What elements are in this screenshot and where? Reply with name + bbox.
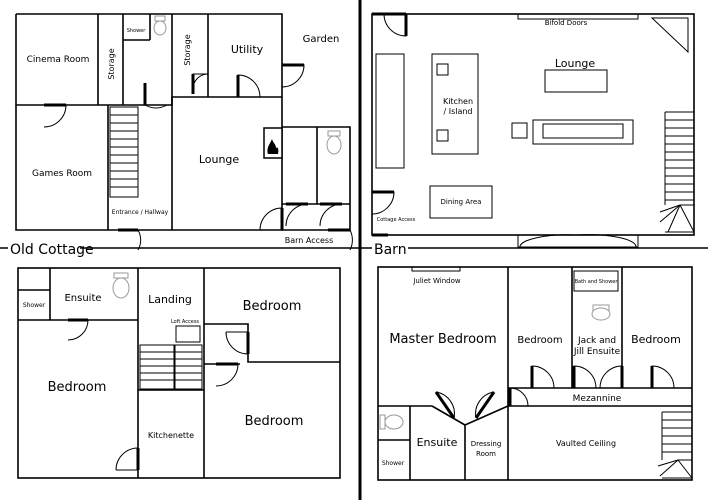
loft-hatch <box>175 325 201 343</box>
section-title-old-cottage: Old Cottage <box>10 242 94 258</box>
room-label-lounge-cottage: Lounge <box>199 153 240 166</box>
room-label-bedroom-5: Bedroom <box>631 333 681 346</box>
room-label-master-bedroom: Master Bedroom <box>389 332 496 347</box>
room-label-storage-2: Storage <box>183 34 192 65</box>
stairs-cottage <box>109 106 139 198</box>
room-label-storage-1: Storage <box>107 48 116 79</box>
room-label-mezzanine: Mezannine <box>573 394 622 404</box>
room-label-entrance-hallway: Entrance / Hallway <box>112 209 169 216</box>
barn-ground-floor <box>371 12 695 248</box>
juliet-window <box>411 266 461 272</box>
label-loft-access: Loft Access <box>171 319 199 325</box>
label-bifold-doors: Bifold Doors <box>545 19 588 27</box>
room-label-jack-jill-line2: Jill Ensuite <box>573 347 621 357</box>
room-label-shower-3: Shower <box>382 460 405 467</box>
door-swings-barn-first <box>434 365 675 419</box>
room-label-dressing-line2: Room <box>476 450 496 458</box>
toilet-icon-jack-jill <box>591 304 611 321</box>
room-label-dining-area: Dining Area <box>441 198 482 206</box>
room-label-bedroom-4: Bedroom <box>517 335 562 346</box>
room-label-jack-jill-line1: Jack and <box>577 336 616 346</box>
stairs-barn <box>659 111 695 233</box>
room-label-games-room: Games Room <box>32 169 92 179</box>
label-juliet-window: Juliet Window <box>412 277 461 285</box>
bifold-doors <box>517 13 639 20</box>
toilet-icon-cottage-storage <box>153 15 167 36</box>
room-label-ensuite-2: Ensuite <box>417 436 458 449</box>
fireplace-icon <box>263 127 283 159</box>
section-title-barn: Barn <box>374 242 407 258</box>
label-cottage-access: Cottage Access <box>377 217 416 223</box>
label-bath-and-shower: Bath and Shower <box>575 279 619 285</box>
toilet-icon-barn-access <box>326 130 342 155</box>
room-label-kitchenette: Kitchenette <box>148 431 194 440</box>
room-label-ensuite-1: Ensuite <box>64 293 101 304</box>
room-label-kitchen-line1: Kitchen <box>443 97 473 106</box>
old-cottage-ground-floor <box>15 13 353 251</box>
door-swings-cottage-first <box>67 318 250 471</box>
room-label-bedroom-1: Bedroom <box>243 299 302 314</box>
room-label-bedroom-2: Bedroom <box>48 380 107 395</box>
door-swings-cottage-ground <box>43 63 353 251</box>
old-cottage-first-floor <box>17 267 341 479</box>
stairs-barn-first <box>657 411 693 479</box>
toilet-icon-ensuite-cottage <box>112 272 130 299</box>
stairs-cottage-first <box>139 344 203 390</box>
room-label-dressing-line1: Dressing <box>471 440 502 448</box>
room-label-bedroom-3: Bedroom <box>245 414 304 429</box>
room-label-vaulted-ceiling: Vaulted Ceiling <box>556 439 616 448</box>
room-label-barn-access: Barn Access <box>285 236 334 245</box>
room-label-garden: Garden <box>303 34 340 45</box>
room-label-lounge-barn: Lounge <box>555 57 596 70</box>
barn-first-floor <box>377 266 693 481</box>
door-swings-barn-ground <box>371 13 408 215</box>
bath-and-shower-box <box>573 270 619 292</box>
room-label-cinema-room: Cinema Room <box>27 55 90 65</box>
room-label-shower-2: Shower <box>23 302 46 309</box>
toilet-icon-ensuite-barn <box>379 414 404 430</box>
room-label-kitchen-line2: / Island <box>443 107 472 116</box>
room-label-landing: Landing <box>148 293 192 306</box>
room-label-utility: Utility <box>231 43 264 56</box>
room-label-shower-1: Shower <box>127 28 147 34</box>
